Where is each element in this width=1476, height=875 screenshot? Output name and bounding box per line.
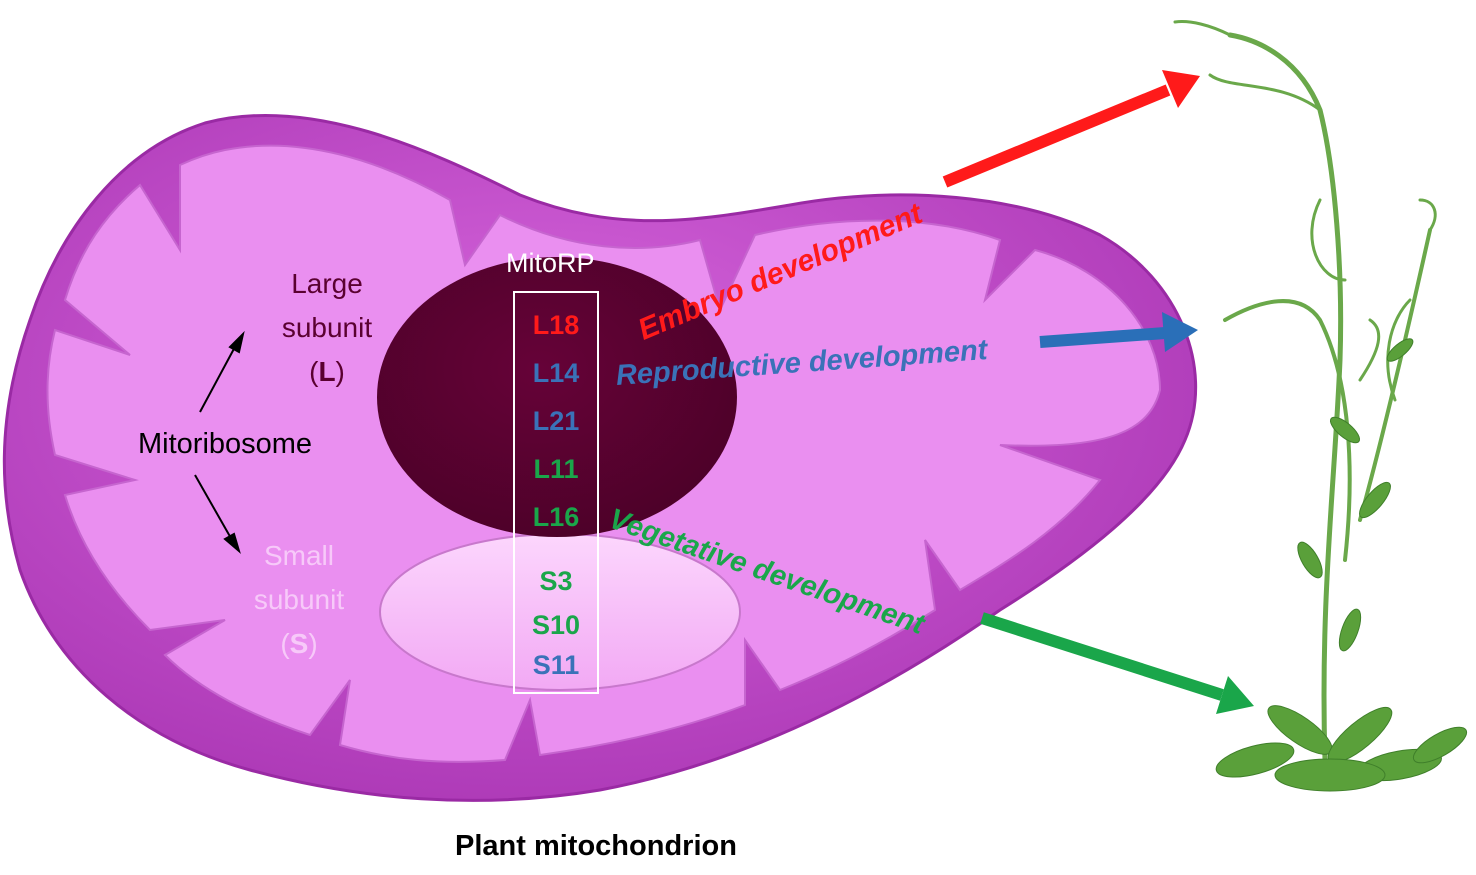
small-subunit-line2: subunit	[253, 584, 345, 615]
large-subunit-letter: L	[318, 356, 336, 387]
vegetative-arrow	[980, 612, 1254, 714]
mitorp-l11: L11	[533, 454, 579, 484]
small-subunit-line1: Small	[263, 540, 334, 571]
mitorp-box	[513, 291, 599, 694]
small-subunit-letter: S	[289, 628, 309, 659]
large-subunit-line2: subunit	[281, 312, 373, 343]
mitoribosome-label: Mitoribosome	[138, 428, 313, 460]
embryo-arrow	[942, 70, 1200, 188]
small-subunit-close-paren: )	[308, 628, 318, 659]
mitorp-l14: L14	[532, 358, 580, 388]
large-subunit-open-paren: (	[309, 356, 319, 387]
figure-caption: Plant mitochondrion	[455, 830, 737, 862]
mitorp-l16: L16	[532, 502, 580, 532]
small-subunit-code: (S)	[234, 622, 364, 666]
mitorp-s11: S11	[532, 650, 580, 680]
large-subunit-line1: Large	[291, 268, 363, 299]
mitorp-l21: L21	[532, 406, 580, 436]
small-subunit-open-paren: (	[280, 628, 290, 659]
large-subunit-close-paren: )	[335, 356, 345, 387]
mitorp-l18: L18	[532, 310, 580, 340]
mitorp-s10: S10	[531, 610, 581, 640]
large-subunit-code: (L)	[262, 350, 392, 394]
mitoribosome-arrows	[194, 330, 245, 554]
mitorp-header: MitoRP	[506, 248, 595, 278]
plant-illustration	[1173, 20, 1437, 763]
large-subunit-label: Large subunit (L)	[262, 262, 392, 394]
large-subunit-shape	[377, 257, 737, 537]
mitorp-s3: S3	[539, 566, 573, 596]
reproductive-arrow	[1039, 312, 1198, 352]
small-subunit-label: Small subunit (S)	[234, 534, 364, 666]
plant-leaves	[1215, 338, 1468, 792]
